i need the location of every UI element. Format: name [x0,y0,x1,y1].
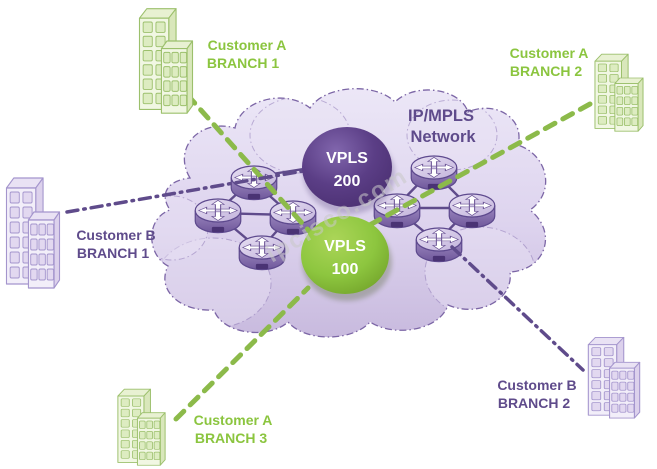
link-customer-b-branch-2-vpls-200 [450,245,585,372]
vpls-100-circle: VPLS 100 [301,216,392,301]
building-icon-customer-a-branch-2 [594,54,644,132]
router-icon-right-east [448,193,496,229]
link-customer-a-branch-1-vpls-100 [171,77,313,235]
vpls-200-circle: VPLS 200 [302,127,395,214]
vpls-200-label: VPLS [326,150,368,167]
label-customer-b-branch-1-line1: Customer B [76,227,155,243]
label-customer-a-branch-3-line1: Customer A [194,412,273,428]
router-icon-left-west [194,198,242,234]
vpls-100-id: 100 [332,261,359,278]
label-customer-a-branch-2-line1: Customer A [510,45,589,61]
label-customer-a-branch-2-line2: BRANCH 2 [510,63,583,79]
cloud-title-line2: Network [410,128,476,146]
building-icon-customer-a-branch-1 [139,8,193,114]
building-icon-customer-b-branch-1 [6,178,60,288]
link-customer-b-branch-1-vpls-200 [65,168,311,214]
vpls-100-label: VPLS [324,238,366,255]
label-customer-a-branch-1-line2: BRANCH 1 [207,55,280,71]
label-customer-a-branch-3-line2: BRANCH 3 [195,430,268,446]
cloud-title-line1: IP/MPLS [408,107,474,125]
label-customer-b-branch-1-line2: BRANCH 1 [77,245,150,261]
router-icon-right-top [410,155,458,191]
link-customer-a-branch-2-vpls-100 [363,101,593,230]
label-customer-b-branch-2-line2: BRANCH 2 [498,395,571,411]
label-customer-b-branch-2-line1: Customer B [497,377,576,393]
label-customer-a-branch-1-line1: Customer A [208,37,287,53]
building-icon-customer-a-branch-3 [117,389,166,466]
vpls-200-id: 200 [334,173,361,190]
link-customer-a-branch-3-vpls-100 [173,285,311,422]
access-links [65,77,593,422]
building-icon-customer-b-branch-2 [588,337,640,419]
cloud-title: IP/MPLS Network [408,107,476,146]
router-icon-right-bottom [415,227,463,263]
branch-labels: Customer A BRANCH 1 Customer A BRANCH 2 … [76,37,588,446]
